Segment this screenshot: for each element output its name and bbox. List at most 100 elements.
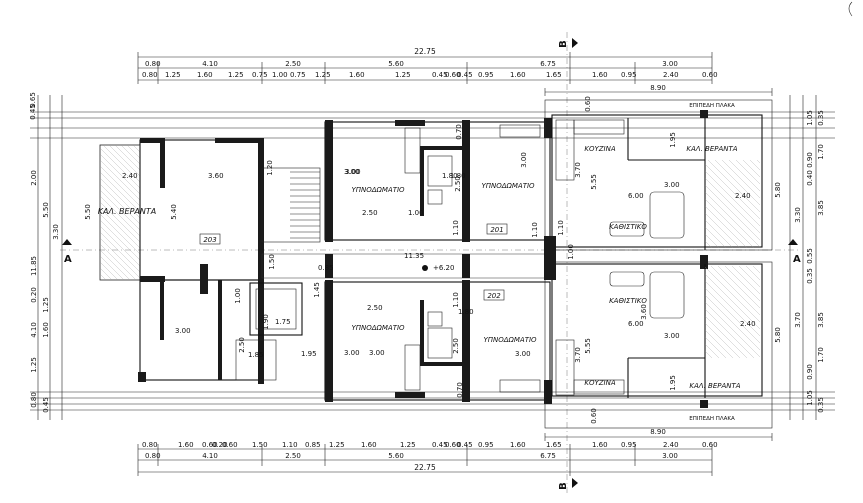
dim-bottom-fine-8: 1.25 [329,441,345,449]
dim-bottom-mid-5: 3.00 [662,452,678,460]
dim-bottom-fine-5: 1.50 [252,441,268,449]
hatch-line [731,265,761,295]
hatch-line [704,226,727,249]
dim-interior-13: 3.00 [520,152,528,168]
section-axis-b: B B [558,32,578,495]
dim-interior-5: 1.80 [442,172,458,180]
dim-bottom-total: 22.75 [414,463,436,472]
dim-interior-34: 3.00 [369,349,385,357]
dim-bottom-fine-6: 1.10 [282,441,298,449]
hatch-line [99,159,141,201]
hatch-line [114,144,141,171]
left-dimension-lines [37,95,63,420]
dim-bottom-fine-19: 2.40 [663,441,679,449]
room-verandah-left: ΚΑΛ. ΒΕΡΑΝΤΑ [98,207,156,216]
apartment-201: ΥΠΝΟΔΩΜΑΤΙΟ ΥΠΝΟΔΩΜΑΤΙΟ 201 [324,118,552,242]
right-block: ΚΟΥΖΙΝΑ ΚΑΛ. ΒΕΡΑΝΤΑ ΚΑΘΙΣΤΙΚΟ ΚΑΘΙΣΤΙΚΟ… [544,99,773,429]
dim-interior-4: 3.00 [345,168,361,176]
hatch-line [704,308,755,359]
room-kitchen-bottom: ΚΟΥΖΙΝΑ [584,379,615,387]
dim-interior-21: 1.00 [567,244,575,260]
hatch-line [126,144,141,159]
room-bedroom-202: ΥΠΝΟΔΩΜΑΤΙΟ [351,324,405,332]
dim-interior-18: 2.40 [735,192,751,200]
dim-bottom-fine-11: 0.45 [432,441,448,449]
dim-interior-28: 1.75 [275,318,291,326]
top-dimension-lines [137,52,773,96]
dim-top-total: 22.75 [414,47,436,56]
section-label-b-top: B [558,40,569,48]
hatch-line [99,219,141,261]
dim-interior-6: 2.50 [362,209,378,217]
dim-interior-17: 3.00 [664,181,680,189]
hatch-line [99,183,141,225]
dim-interior-30: 2.50 [238,337,246,353]
hatch-line [710,265,761,316]
dim-interior-42: 3.00 [664,332,680,340]
hatch-line [704,301,761,358]
dim-interior-32: 1.95 [301,350,317,358]
hatch-line [102,144,141,183]
dim-interior-36: 1.80 [458,308,474,316]
hatch-line [704,287,761,344]
section-label-b-bottom: B [558,482,569,490]
dim-interior-15: 5.55 [590,174,598,190]
hatch-line [99,147,141,189]
dim-interior-26: 1.00 [234,288,242,304]
room-bedroom-201: ΥΠΝΟΔΩΜΑΤΙΟ [351,186,405,194]
verandah-left: ΚΑΛ. ΒΕΡΑΝΤΑ [98,144,156,281]
dim-interior-46: 3.70 [574,347,582,363]
dim-top-mid-2: 2.50 [285,60,301,68]
dim-top-balcony: 8.90 [650,84,666,92]
dim-interior-31: 1.85 [248,351,264,359]
hatch-line [99,249,131,281]
right-dimension-lines [789,95,817,420]
dim-bottom-balcony: 8.90 [650,428,666,436]
dim-interior-38: 1.10 [452,292,460,308]
hatch-line [704,280,761,337]
hatch-line [704,191,761,248]
dim-top-fine-9: 1.25 [395,71,411,79]
dim-top-fine-18: 2.40 [663,71,679,79]
dim-top-mid-5: 3.00 [662,60,678,68]
dim-right-inner-0: 3.30 [794,207,802,223]
hatch-line [704,350,713,359]
dim-interior-27: 1.90 [262,314,270,330]
hatch-line [714,159,761,206]
dim-bottom-fine-3: 0.20 [212,441,228,449]
dim-top-fine-11: 0.60 [445,71,461,79]
dim-interior-24: 1.50 [268,254,276,270]
dim-interior-16: 6.00 [628,192,644,200]
dim-left-5: 1.25 [42,297,50,313]
hatch-line [132,144,141,153]
hatch-line [99,225,141,267]
section-label-a-right: A [793,254,801,265]
room-verandah-top: ΚΑΛ. ΒΕΡΑΝΤΑ [686,145,737,153]
dim-right-3: 0.90 [806,152,814,168]
section-axis-a: A A [60,239,801,265]
dim-bottom-mid-4: 6.75 [540,452,556,460]
room-living-top: ΚΑΘΙΣΤΙΚΟ [609,223,647,231]
dim-interior-2: 5.40 [170,204,178,220]
hatch-line [99,273,107,281]
dim-bottom-fine-10: 1.25 [400,441,416,449]
dim-interior-1: 3.60 [208,172,224,180]
hatch-line [738,265,761,288]
dim-bottom-fine-20: 0.60 [702,441,718,449]
dim-left-11: 0.45 [42,397,50,413]
room-verandah-bottom: ΚΑΛ. ΒΕΡΑΝΤΑ [689,382,740,390]
dim-bottom-fine-15: 1.60 [510,441,526,449]
dim-bottom-fine-0: 0.80 [142,441,158,449]
dim-bottom-fine-2: 0.60 [202,441,218,449]
dim-left-2: 2.00 [30,170,38,186]
hatch-line [704,343,720,359]
dim-interior-19: 1.95 [669,132,677,148]
level-mark: +6.20 [433,264,454,272]
room-slab-top: ΕΠΙΠΕΔΗ ΠΛΑΚΑ [689,103,735,109]
hatch-line [99,237,141,279]
dim-right-7: 0.35 [806,268,814,284]
